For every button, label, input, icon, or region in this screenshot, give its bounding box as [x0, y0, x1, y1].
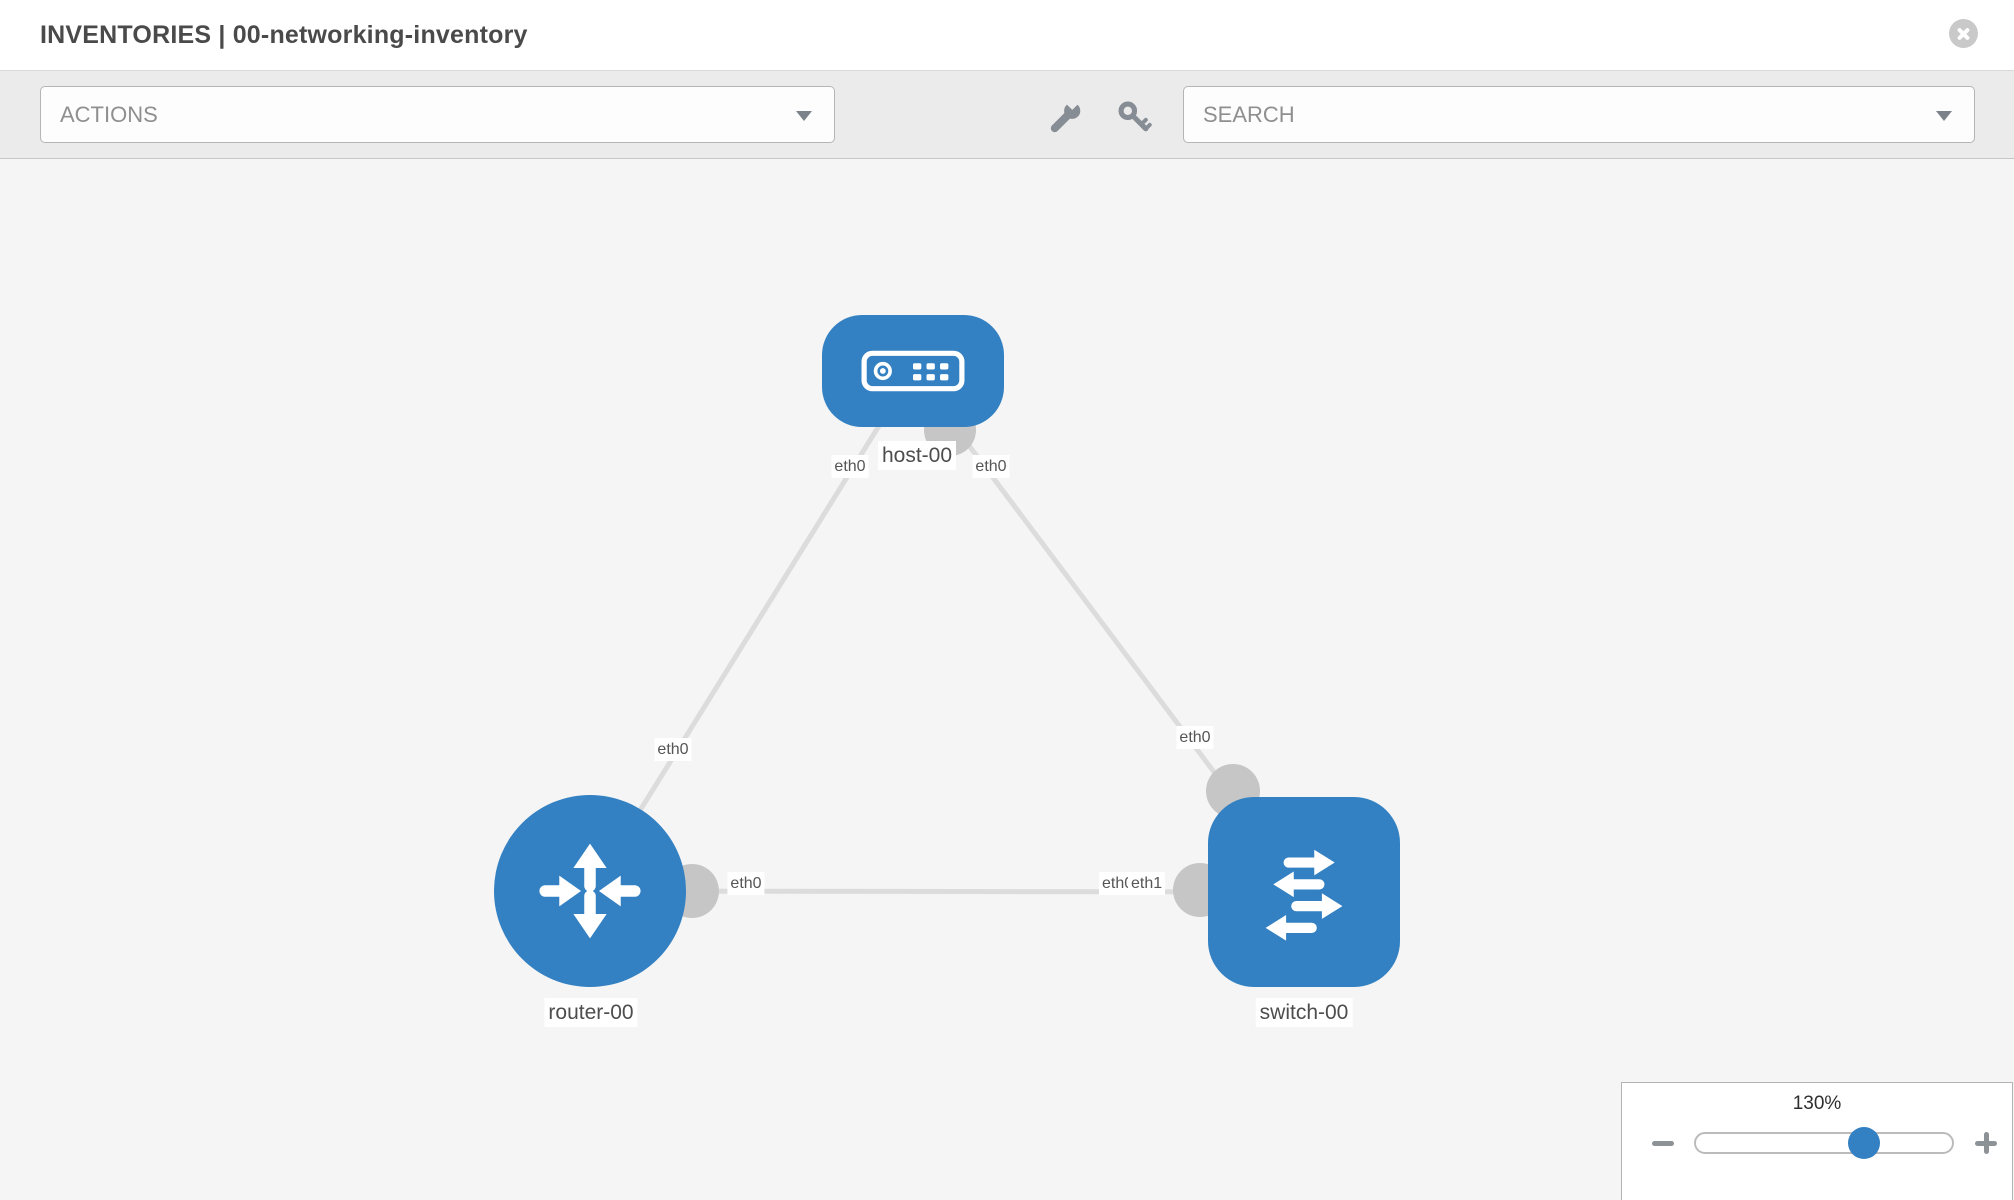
configure-button[interactable] — [1044, 95, 1088, 139]
node-label-switch: switch-00 — [1255, 998, 1353, 1027]
router-icon — [539, 843, 641, 939]
iface-label-link-router: eth0 — [654, 738, 692, 761]
iface-label-link-switch: eth0 — [1176, 726, 1214, 749]
zoom-panel: 130% — [1621, 1082, 2013, 1200]
iface-label-host-left: eth0 — [831, 455, 869, 478]
search-dropdown[interactable]: SEARCH — [1183, 86, 1975, 143]
switch-icon — [1265, 849, 1343, 941]
minus-icon — [1652, 1140, 1674, 1146]
host-icon — [861, 350, 965, 392]
wrench-icon — [1050, 99, 1081, 133]
iface-label-host-right: eth0 — [972, 455, 1010, 478]
node-label-host: host-00 — [877, 441, 957, 470]
node-switch-00[interactable] — [1208, 797, 1400, 987]
topology-links — [587, 369, 1306, 895]
credentials-button[interactable] — [1112, 95, 1156, 139]
toolbar: ACTIONS SEARCH — [0, 71, 2014, 159]
zoom-in-button[interactable] — [1970, 1127, 2002, 1159]
node-label-router: router-00 — [544, 998, 638, 1027]
iface-label-switch-eth1: eth1 — [1128, 872, 1166, 895]
iface-label-switch-eth0: eth0 — [1099, 872, 1137, 895]
key-icon — [1118, 101, 1152, 132]
zoom-slider-handle[interactable] — [1848, 1127, 1880, 1159]
zoom-slider-track[interactable] — [1694, 1132, 1954, 1154]
search-dropdown-label: SEARCH — [1203, 102, 1295, 127]
close-icon[interactable] — [1949, 19, 1978, 48]
node-host-00[interactable] — [822, 315, 1004, 427]
page-title: INVENTORIES | 00-networking-inventory — [40, 21, 528, 49]
zoom-out-button[interactable] — [1647, 1127, 1679, 1159]
chevron-down-icon — [1936, 111, 1952, 121]
header-bar: INVENTORIES | 00-networking-inventory — [0, 0, 2014, 71]
actions-dropdown[interactable]: ACTIONS — [40, 86, 835, 143]
actions-dropdown-label: ACTIONS — [60, 102, 158, 127]
iface-label-router-eth0: eth0 — [727, 872, 765, 895]
node-router-00[interactable] — [494, 795, 686, 987]
zoom-level-value: 130% — [1792, 1093, 1842, 1114]
plus-icon-vbar — [1983, 1132, 1989, 1154]
topology-canvas[interactable]: host-00 router-00 switch-00 eth0 eth0 et… — [0, 159, 2014, 1200]
chevron-down-icon — [796, 111, 812, 121]
